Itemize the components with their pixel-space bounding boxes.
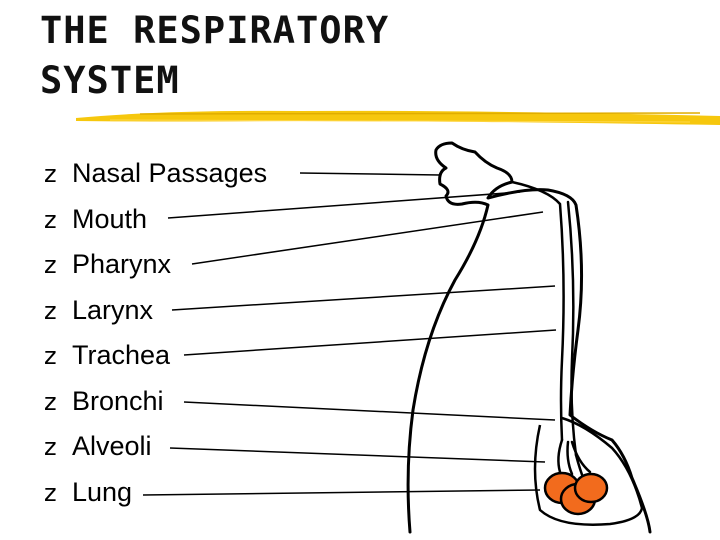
list-item: z Alveoli <box>44 424 267 470</box>
list-item-label: Nasal Passages <box>72 158 268 188</box>
list-item: z Pharynx <box>44 242 267 288</box>
leader-line-nasal-passages <box>299 172 441 176</box>
list-item-label: Larynx <box>72 294 154 325</box>
list-item-label: Pharynx <box>72 249 172 279</box>
z-bullet-icon: z <box>44 160 57 188</box>
z-bullet-icon: z <box>44 296 57 325</box>
list-item: z Larynx <box>44 288 267 334</box>
list-item-label: Mouth <box>72 203 148 234</box>
list-item-label: Alveoli <box>72 431 152 461</box>
body-outline <box>406 141 652 534</box>
slide-title: THE RESPIRATORY SYSTEM <box>40 6 389 106</box>
slide-title-line-1: THE RESPIRATORY <box>40 9 390 52</box>
leader-line-alveoli <box>169 447 546 463</box>
list-item-label: Trachea <box>72 340 171 370</box>
leader-line-mouth <box>167 191 521 219</box>
z-bullet-icon: z <box>44 478 57 507</box>
list-item: z Nasal Passages <box>44 151 267 197</box>
leader-line-trachea <box>183 329 557 356</box>
lung-outline <box>533 416 644 526</box>
list-item: z Trachea <box>44 333 267 379</box>
alveoli-circle <box>573 472 609 504</box>
z-bullet-icon: z <box>44 342 57 370</box>
leader-line-lung <box>142 489 541 496</box>
slide-title-line-2: SYSTEM <box>40 59 180 102</box>
list-item: z Bronchi <box>44 379 267 425</box>
list-item: z Mouth <box>44 197 267 243</box>
z-bullet-icon: z <box>44 433 57 461</box>
z-bullet-icon: z <box>44 251 57 279</box>
z-bullet-icon: z <box>44 205 57 234</box>
trachea-outline <box>510 180 565 442</box>
leader-line-pharynx <box>191 211 544 265</box>
list-item-label: Bronchi <box>72 385 164 416</box>
list-item: z Lung <box>44 470 267 516</box>
list-item-label: Lung <box>72 476 133 507</box>
leader-line-bronchi <box>183 401 556 421</box>
z-bullet-icon: z <box>44 387 57 416</box>
bronchi-left <box>557 438 574 476</box>
leader-line-larynx <box>171 285 556 311</box>
